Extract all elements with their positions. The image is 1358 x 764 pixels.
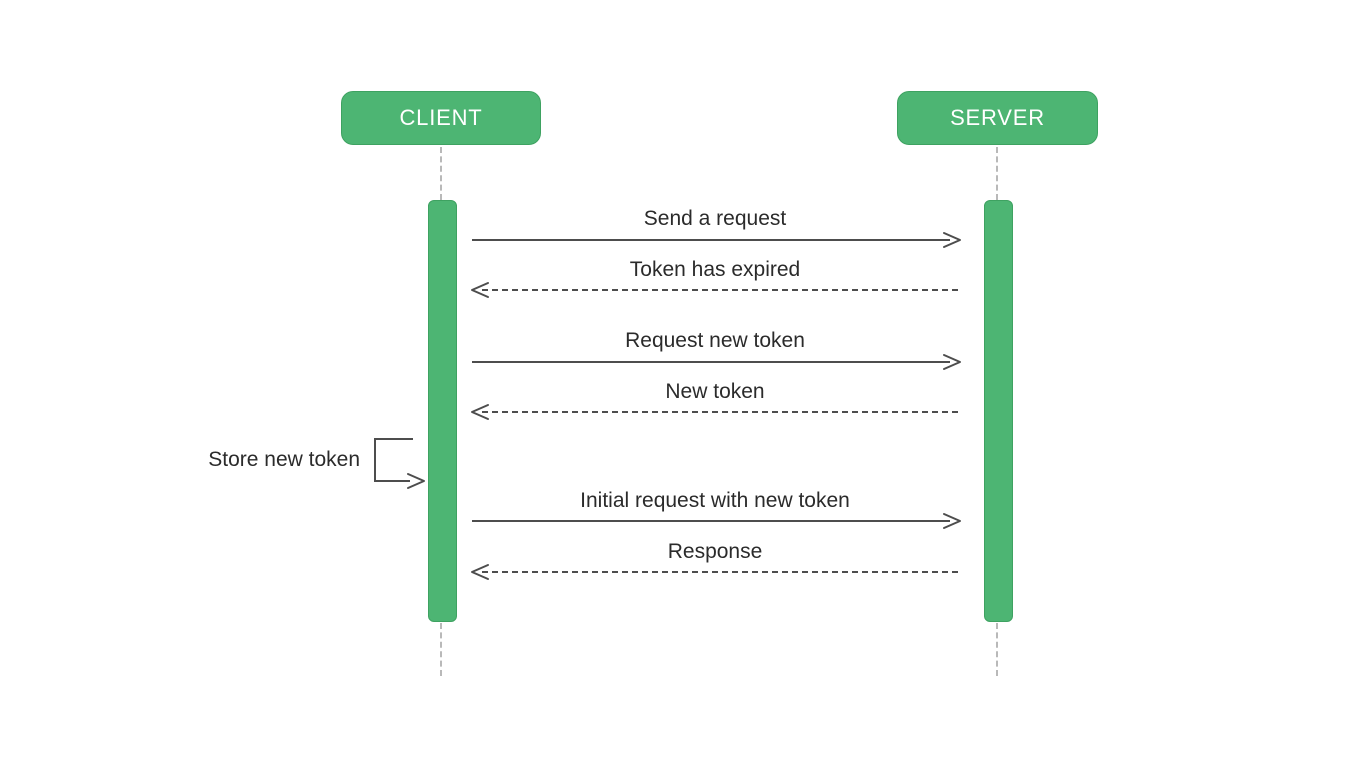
actor-client-box: CLIENT bbox=[341, 91, 541, 145]
arrowhead-left-icon bbox=[470, 403, 492, 421]
arrowhead-left-icon bbox=[470, 281, 492, 299]
arrowhead-right-icon bbox=[940, 231, 962, 249]
self-loop-top-segment bbox=[374, 438, 413, 440]
message-label: Initial request with new token bbox=[580, 489, 850, 512]
server-lifeline-bottom bbox=[996, 623, 998, 676]
message-label: Request new token bbox=[625, 329, 805, 352]
message-label: Token has expired bbox=[629, 258, 801, 281]
actor-client-label: CLIENT bbox=[399, 105, 483, 130]
message-line bbox=[472, 239, 950, 241]
arrowhead-right-icon bbox=[940, 512, 962, 530]
message-line bbox=[482, 289, 958, 291]
message-line bbox=[472, 520, 950, 522]
self-message-label: Store new token bbox=[208, 448, 360, 471]
client-activation-bar bbox=[428, 200, 457, 622]
server-lifeline-top bbox=[996, 147, 998, 200]
self-loop-bottom-segment bbox=[374, 480, 410, 482]
client-lifeline-top bbox=[440, 147, 442, 200]
arrowhead-left-icon bbox=[470, 563, 492, 581]
actor-server-label: SERVER bbox=[950, 105, 1045, 130]
message-line bbox=[482, 571, 958, 573]
client-lifeline-bottom bbox=[440, 623, 442, 676]
message-label: Send a request bbox=[643, 207, 787, 230]
message-line bbox=[482, 411, 958, 413]
arrowhead-right-icon bbox=[940, 353, 962, 371]
message-label: New token bbox=[665, 380, 765, 403]
message-label: Response bbox=[667, 540, 763, 563]
arrowhead-right-icon bbox=[404, 472, 426, 490]
self-loop-left-segment bbox=[374, 438, 376, 482]
message-line bbox=[472, 361, 950, 363]
server-activation-bar bbox=[984, 200, 1013, 622]
actor-server-box: SERVER bbox=[897, 91, 1098, 145]
